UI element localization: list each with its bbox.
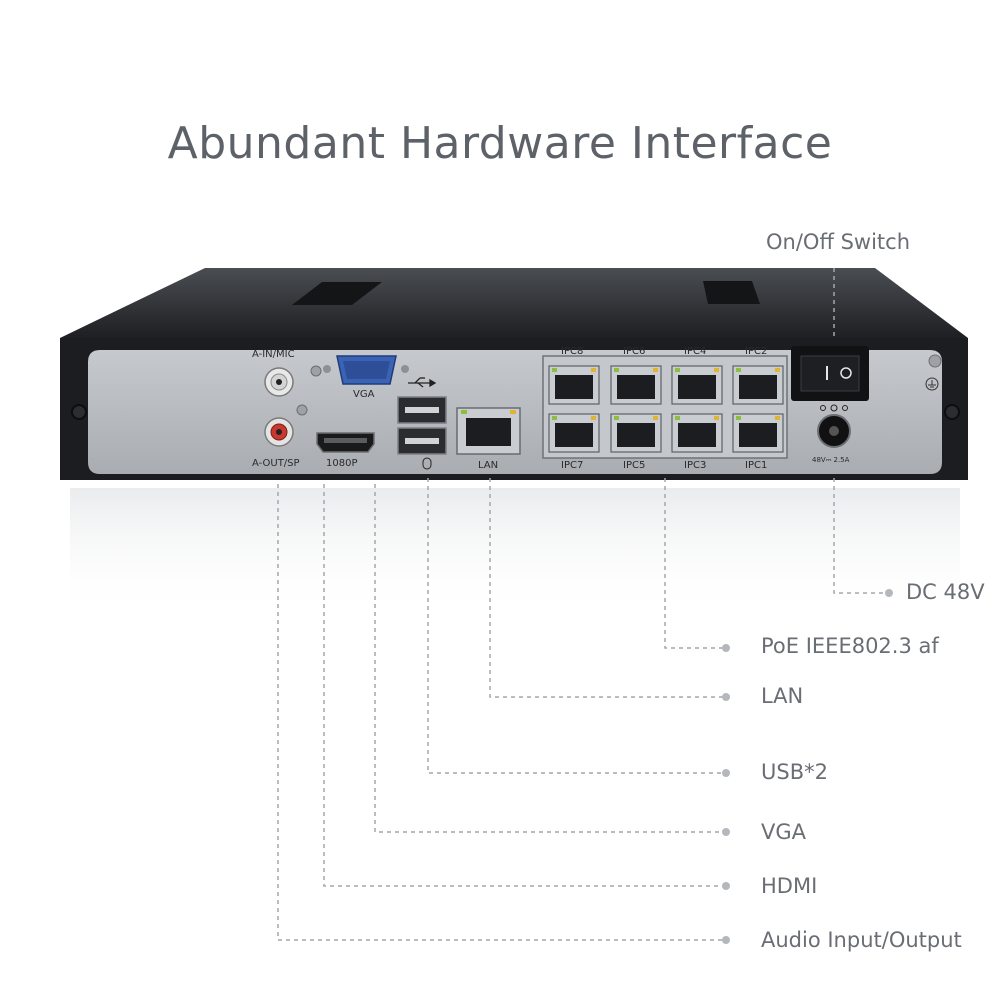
ground-screw [928, 354, 942, 368]
hdmi-label: 1080P [326, 458, 357, 469]
callout-usb: USB*2 [761, 760, 828, 784]
mouse-icon [422, 457, 432, 470]
power-switch[interactable] [800, 355, 860, 392]
poe-label-ipc5: IPC5 [623, 460, 645, 471]
poe-label-ipc4: IPC4 [684, 346, 706, 357]
right-screw [944, 404, 960, 420]
audio-in-label: A-IN/MIC [252, 349, 295, 360]
callout-poe: PoE IEEE802.3 af [761, 634, 939, 658]
device-reflection [70, 488, 960, 618]
dc-polarity-icon [820, 404, 848, 412]
poe-label-ipc7: IPC7 [561, 460, 583, 471]
poe-label-ipc6: IPC6 [623, 346, 645, 357]
callout-audio: Audio Input/Output [761, 928, 962, 952]
callout-on-off-switch: On/Off Switch [766, 230, 911, 254]
callout-vga: VGA [761, 820, 807, 844]
audio-out-screw [296, 404, 308, 416]
audio-in-screw [310, 365, 322, 377]
ground-icon [925, 377, 939, 391]
page-title: Abundant Hardware Interface [167, 118, 833, 169]
callout-lan: LAN [761, 684, 804, 708]
callout-dc-48v: DC 48V [906, 580, 985, 604]
vga-label: VGA [353, 389, 375, 400]
poe-label-ipc1: IPC1 [745, 460, 767, 471]
callout-hdmi: HDMI [761, 874, 818, 898]
poe-label-ipc2: IPC2 [745, 346, 767, 357]
lan-label: LAN [478, 460, 498, 471]
power-rating-label: 48V⎓ 2.5A [812, 456, 850, 464]
leader-lines [277, 268, 888, 941]
poe-label-ipc3: IPC3 [684, 460, 706, 471]
leader-dots [722, 589, 893, 944]
top-vent-right [703, 281, 760, 304]
device-top-cover [60, 268, 968, 338]
audio-out-label: A-OUT/SP [252, 458, 300, 469]
top-vent-left [292, 282, 382, 305]
poe-label-ipc8: IPC8 [561, 346, 583, 357]
usb-icon [408, 377, 437, 388]
left-screw [71, 404, 87, 420]
